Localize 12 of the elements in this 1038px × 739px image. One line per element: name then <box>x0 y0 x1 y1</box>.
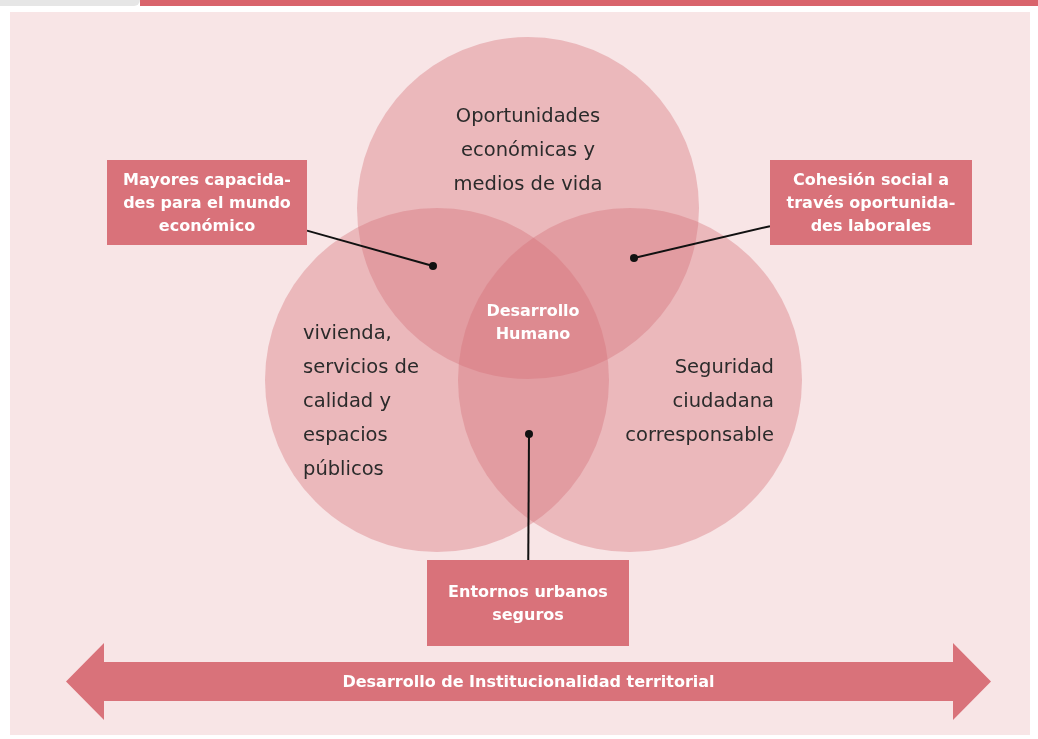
leader-line <box>630 225 771 262</box>
callout-box: Entornos urbanos seguros <box>427 560 629 646</box>
center-label: Desarrollo Humano <box>485 300 581 345</box>
circle-label: Oportunidades económicas y medios de vida <box>452 103 604 197</box>
band-label: Desarrollo de Institucionalidad territorial <box>342 672 715 691</box>
callout-box: Mayores capacida- des para el mundo económico <box>107 160 307 245</box>
callout-box: Cohesión social a través oportunida- des laborales <box>770 160 972 245</box>
leader-line <box>525 430 533 561</box>
circle-label: Seguridad ciudadana corresponsable <box>624 354 774 448</box>
double-arrow-band <box>66 643 991 720</box>
leader-line <box>306 229 437 270</box>
circle-label: vivienda, servicios de calidad y espacios públicos <box>303 320 420 482</box>
